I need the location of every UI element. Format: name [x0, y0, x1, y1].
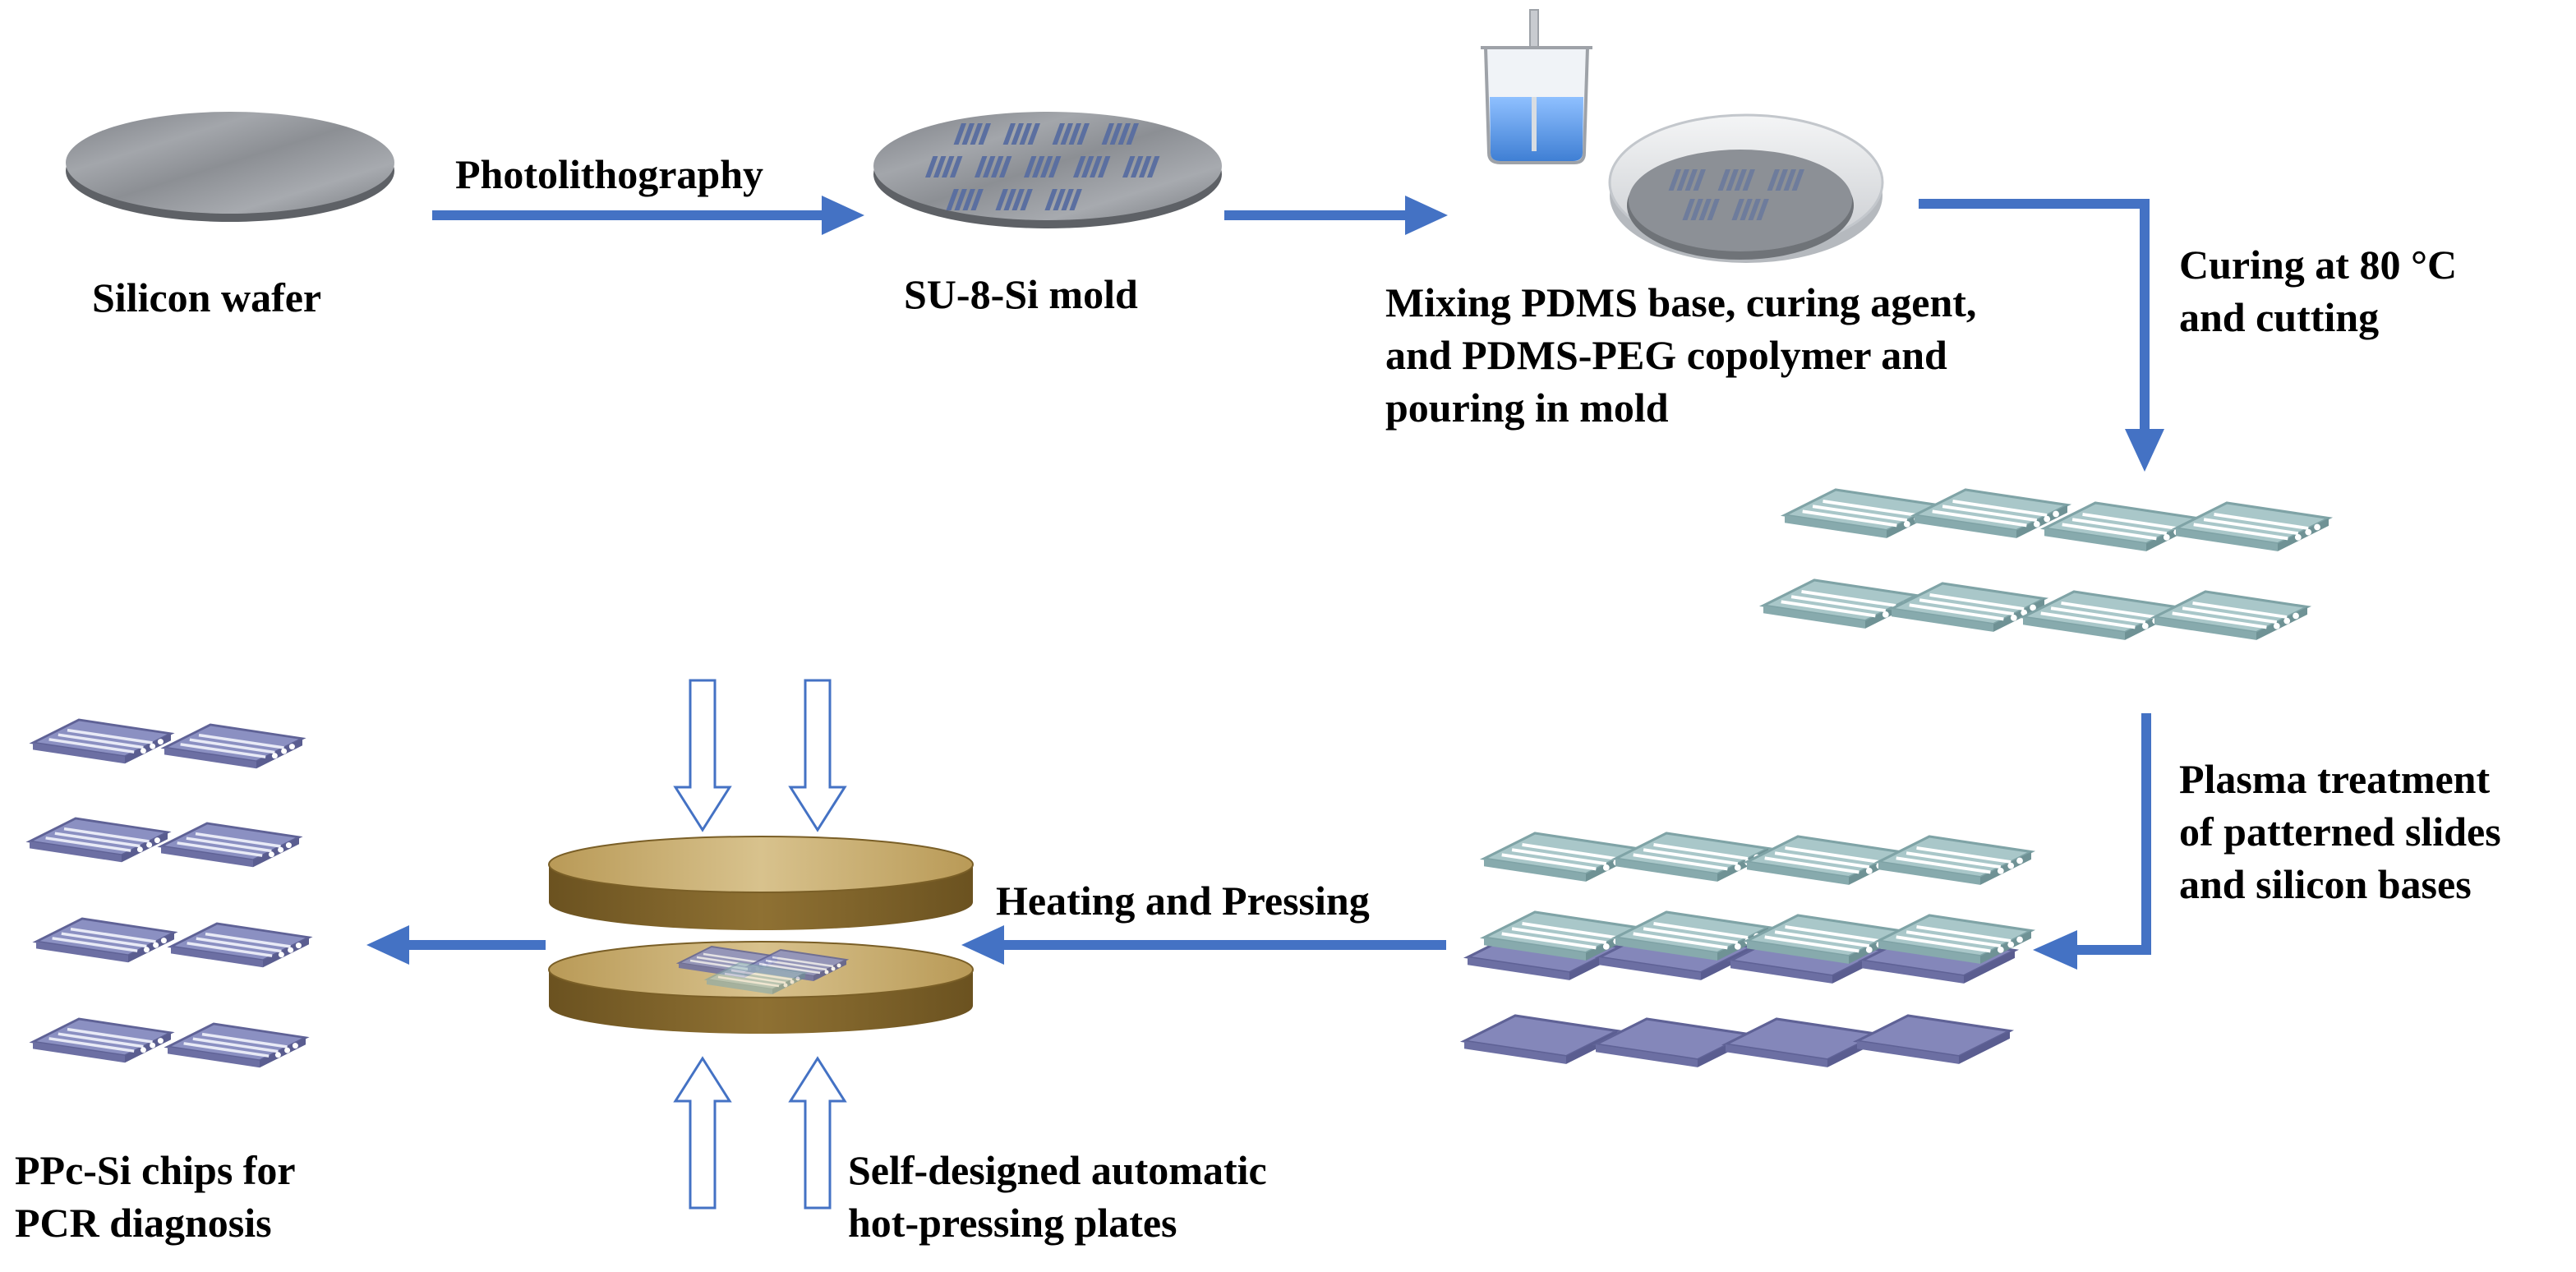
- arrow-curing: [1919, 199, 2164, 472]
- label-mixing-pouring: Mixing PDMS base, curing agent, and PDMS…: [1385, 276, 2031, 434]
- press-arrow-icon: [673, 1056, 847, 1210]
- label-heating-pressing: Heating and Pressing: [996, 878, 1370, 924]
- label-self-designed-line1: Self-designed automatic: [848, 1147, 1267, 1193]
- label-silicon-wafer: Silicon wafer: [92, 274, 322, 320]
- pdms-mold-dish-icon: [1608, 113, 1884, 263]
- label-su8-mold: SU-8-Si mold: [904, 271, 1138, 317]
- label-ppc-chips: PPc-Si chips for PCR diagnosis: [15, 1144, 296, 1249]
- label-ppc-line1: PPc-Si chips for: [15, 1147, 296, 1193]
- label-plasma-line1: Plasma treatment: [2179, 756, 2491, 802]
- bonding-stack-icon: [1463, 832, 2033, 1069]
- label-mixing-line1: Mixing PDMS base, curing agent,: [1385, 279, 1977, 325]
- press-arrow-icon: [673, 679, 847, 832]
- label-curing-line1: Curing at 80 °C: [2179, 242, 2458, 288]
- label-curing: Curing at 80 °C and cutting: [2179, 238, 2457, 343]
- label-self-designed-line2: hot-pressing plates: [848, 1200, 1177, 1246]
- label-mixing-line3: pouring in mold: [1385, 385, 1669, 431]
- arrow-photolithography: [432, 196, 864, 235]
- su8-mold-icon: [873, 112, 1222, 228]
- patterned-slides-icon: [1762, 488, 2330, 642]
- arrow-to-chips: [366, 925, 546, 965]
- hot-press-plates-icon: [548, 836, 974, 1034]
- label-ppc-line2: PCR diagnosis: [15, 1200, 272, 1246]
- beaker-icon: [1481, 9, 1592, 164]
- label-plasma-line3: and silicon bases: [2179, 861, 2472, 907]
- label-self-designed: Self-designed automatic hot-pressing pla…: [848, 1144, 1267, 1249]
- arrow-to-pouring: [1224, 196, 1448, 235]
- label-plasma: Plasma treatment of patterned slides and…: [2179, 753, 2501, 910]
- label-plasma-line2: of patterned slides: [2179, 809, 2501, 855]
- finished-chips-icon: [28, 718, 311, 1069]
- arrow-heating-pressing: [961, 925, 1446, 965]
- label-curing-line2: and cutting: [2179, 294, 2380, 340]
- label-photolithography: Photolithography: [455, 151, 764, 197]
- arrow-plasma: [2033, 713, 2151, 970]
- silicon-wafer-icon: [66, 112, 394, 222]
- label-mixing-line2: and PDMS-PEG copolymer and: [1385, 332, 1947, 378]
